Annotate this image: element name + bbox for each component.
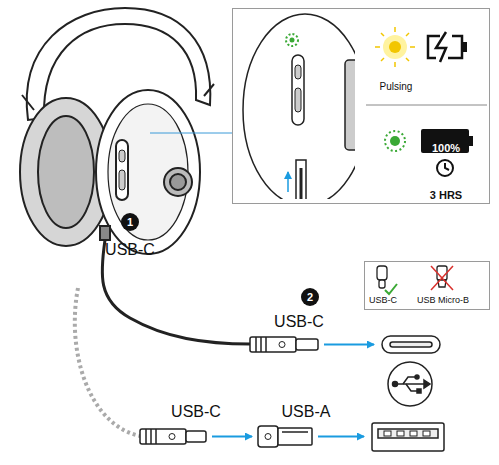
connector-label: USB-C	[105, 241, 155, 259]
battery-charging-icon	[428, 32, 467, 62]
connector-type-box: USB-C USB Micro-B	[364, 261, 490, 310]
led-ring	[286, 34, 298, 46]
usb-c-plug	[140, 429, 206, 444]
arrow	[212, 436, 252, 438]
connector-label: USB-C	[171, 403, 221, 421]
callout-number: 1	[127, 216, 133, 229]
usb-c-port	[382, 336, 440, 353]
usb-symbol	[388, 362, 432, 406]
arrow	[318, 436, 364, 438]
callout-number: 2	[307, 291, 313, 304]
led-pulsing	[375, 27, 415, 67]
connector-label: USB-C	[369, 295, 397, 305]
connector-label: USB Micro-B	[417, 295, 469, 305]
headset	[20, 8, 214, 254]
clock-icon	[437, 160, 453, 176]
usb-micro-b-icon	[431, 266, 453, 290]
callout-circle	[121, 213, 139, 231]
arrow	[287, 172, 289, 192]
usb-adapter	[258, 426, 312, 447]
inset-earcup	[243, 14, 355, 199]
callout-circle	[301, 288, 319, 306]
charge-time: 3 HRS	[430, 189, 462, 202]
connector-label: USB-C	[274, 313, 324, 331]
cable	[102, 240, 250, 344]
leader-line	[150, 133, 232, 134]
status-text: Pulsing	[380, 81, 413, 93]
usb-c-plug	[250, 337, 318, 352]
connector-label: USB-A	[282, 403, 331, 421]
usb-a-port	[372, 423, 444, 451]
arrow	[324, 344, 374, 346]
inset-panel: Pulsing 100% 3 HRS	[232, 8, 490, 204]
usb-c-icon	[377, 266, 397, 294]
alt-cable	[75, 288, 140, 436]
led	[290, 38, 295, 43]
divider	[366, 105, 487, 106]
led-steady	[385, 131, 405, 151]
battery-level: 100%	[432, 142, 460, 155]
